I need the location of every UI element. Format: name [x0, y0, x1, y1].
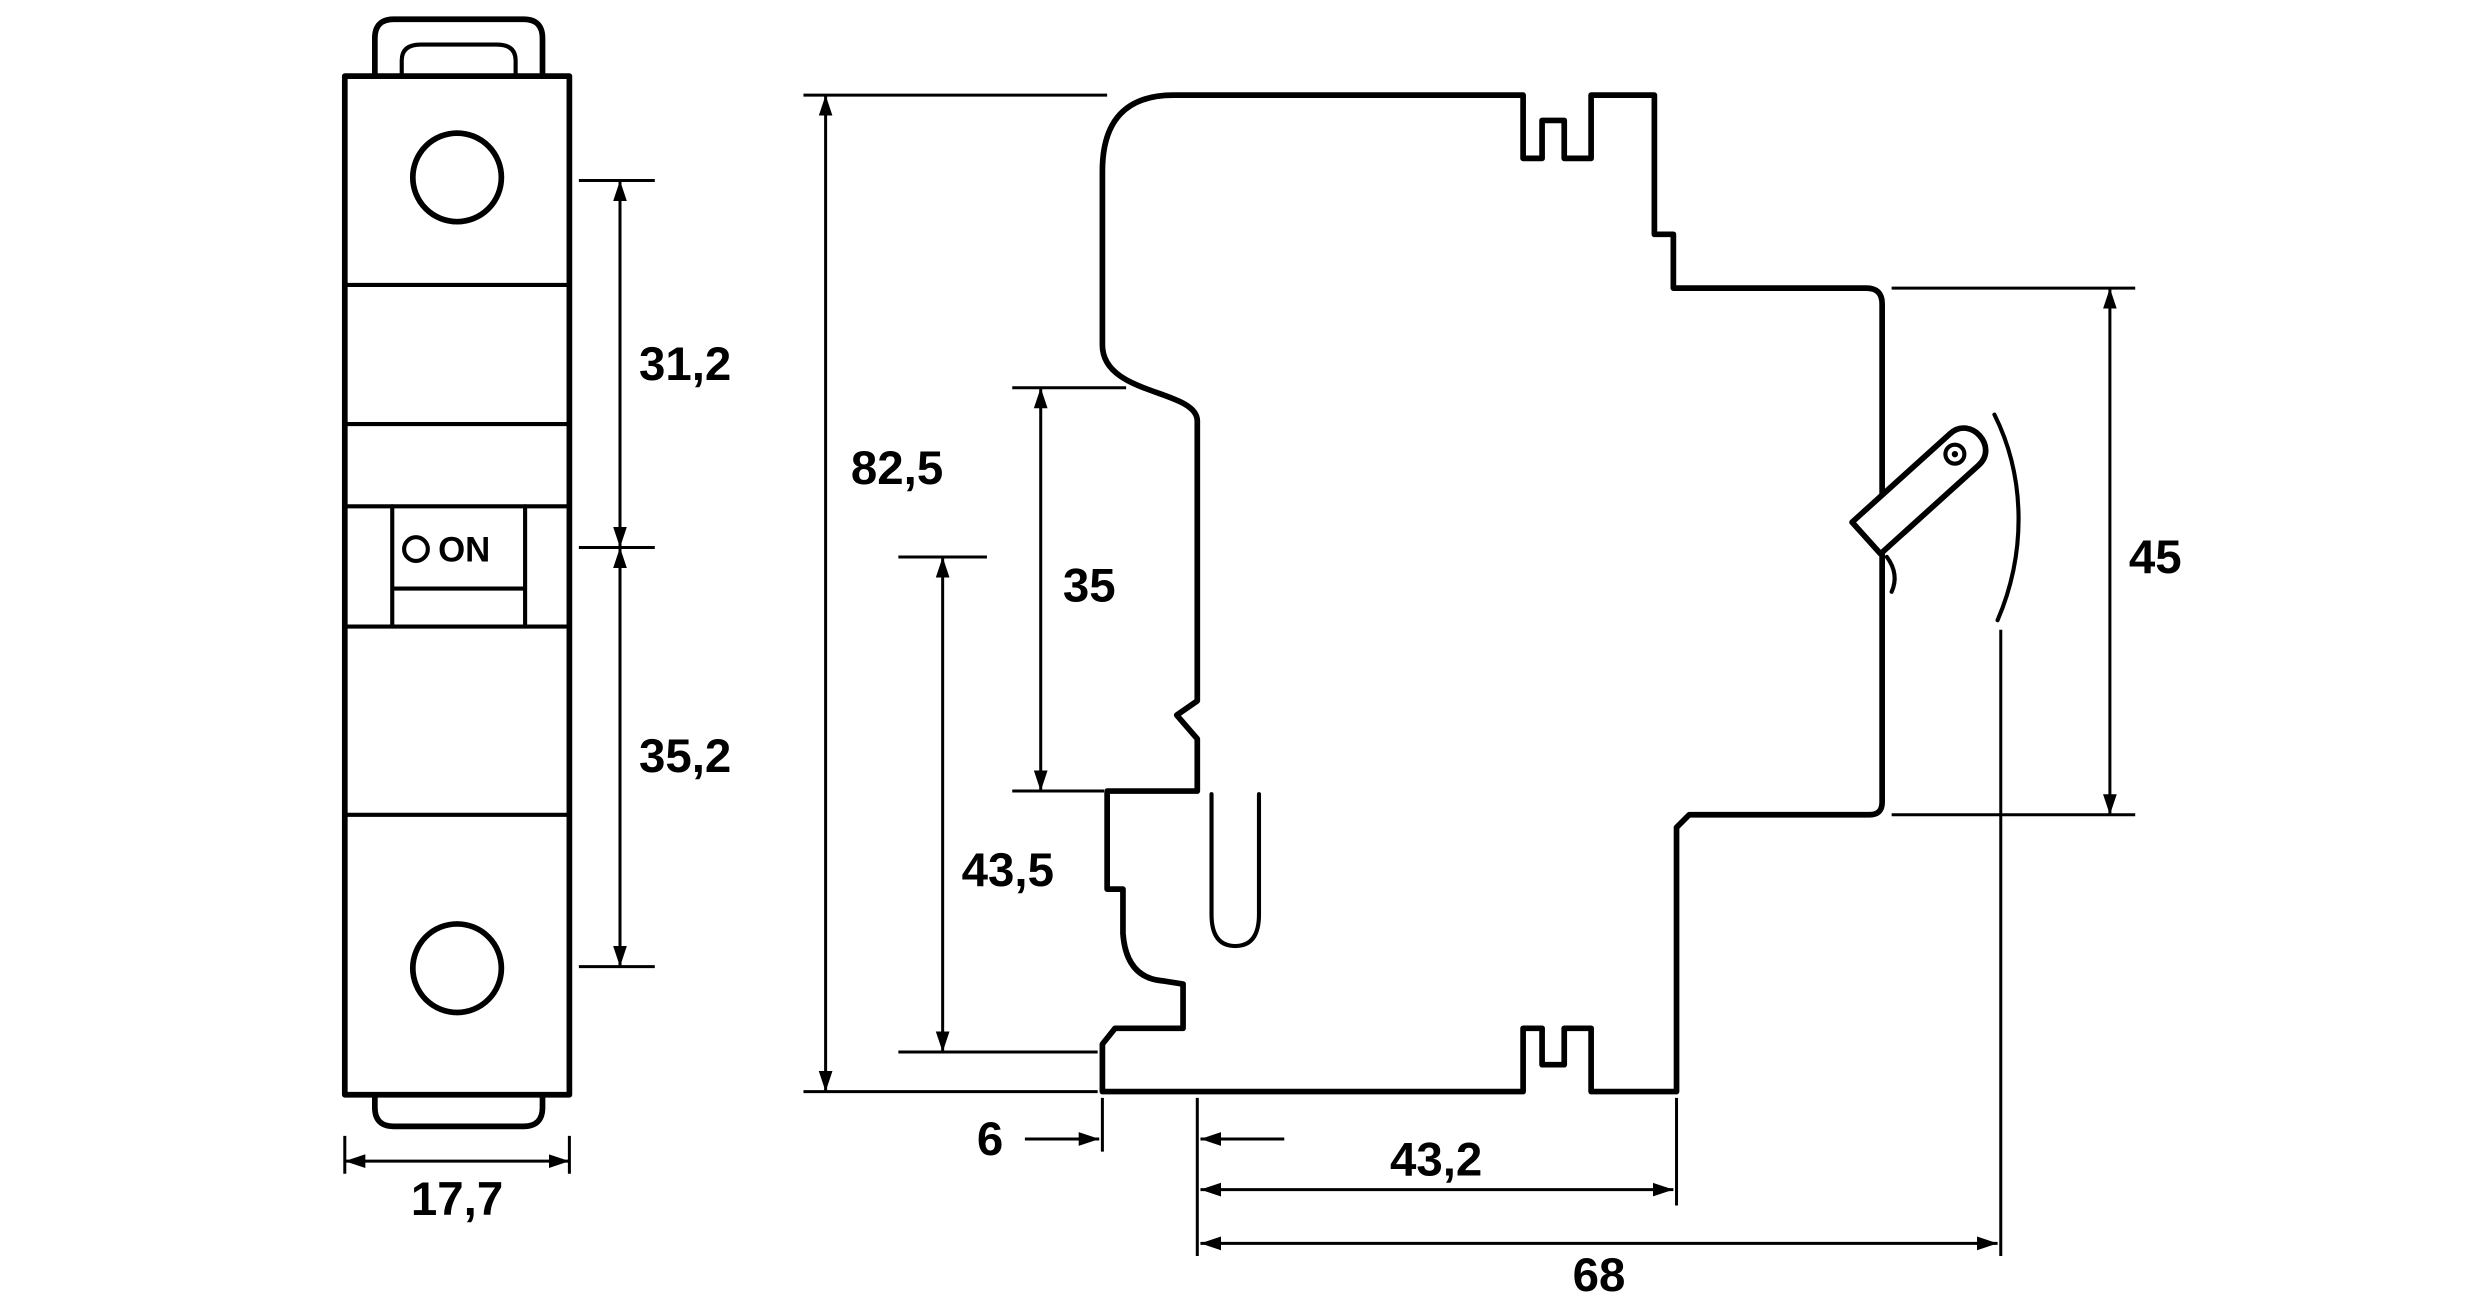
front-dim-upper-label: 31,2 — [639, 338, 731, 391]
front-top-tab-inner — [399, 42, 518, 79]
side-dimensions: 82,5 35 43,5 45 6 43,2 68 — [803, 93, 2182, 1299]
height-label: 82,5 — [851, 442, 943, 495]
front-top-tab — [372, 16, 546, 80]
toggle-lever — [1849, 412, 2021, 623]
din-clip-slot — [1209, 792, 1262, 949]
rear-depth-ext-lines — [898, 555, 1098, 1054]
front-bottom-tab — [372, 1091, 546, 1130]
height-ext-lines — [803, 93, 1108, 1094]
front-width-ext-lines — [343, 1135, 571, 1174]
front-dim-lower-label: 35,2 — [639, 730, 731, 783]
bottom-ext-lines — [1100, 629, 2003, 1257]
front-terminal-screw-bottom — [409, 921, 505, 1016]
lever-boss-arc — [1884, 554, 1897, 594]
front-terminal-screw-top — [409, 130, 505, 225]
lever-hole — [1943, 442, 1967, 466]
on-indicator-dot — [402, 535, 430, 563]
front-dim-ticks — [578, 179, 655, 969]
lever-swing-arc — [1992, 412, 2021, 623]
side-view: 82,5 35 43,5 45 6 43,2 68 — [803, 92, 2182, 1299]
lever-body — [1849, 425, 1989, 557]
front-height-ext-lines — [1891, 286, 2136, 817]
front-view: ON 31,2 35,2 17,7 — [341, 16, 731, 1226]
body-depth-label: 43,2 — [1390, 1133, 1482, 1186]
rail-ext-lines — [1012, 386, 1127, 793]
front-toggle-recess — [390, 504, 528, 629]
offset-label: 6 — [977, 1113, 1003, 1166]
front-height-label: 45 — [2129, 531, 2182, 584]
rail-label: 35 — [1063, 559, 1116, 612]
front-dimensions: 31,2 35,2 17,7 — [343, 179, 731, 1226]
lever-hole-pin — [1951, 451, 1959, 458]
side-outline — [1099, 92, 1885, 1095]
total-depth-label: 68 — [1573, 1249, 1626, 1299]
on-label: ON — [438, 532, 490, 570]
front-width-label: 17,7 — [411, 1173, 503, 1226]
front-panel-lines — [342, 282, 572, 817]
rear-depth-label: 43,5 — [962, 844, 1054, 897]
